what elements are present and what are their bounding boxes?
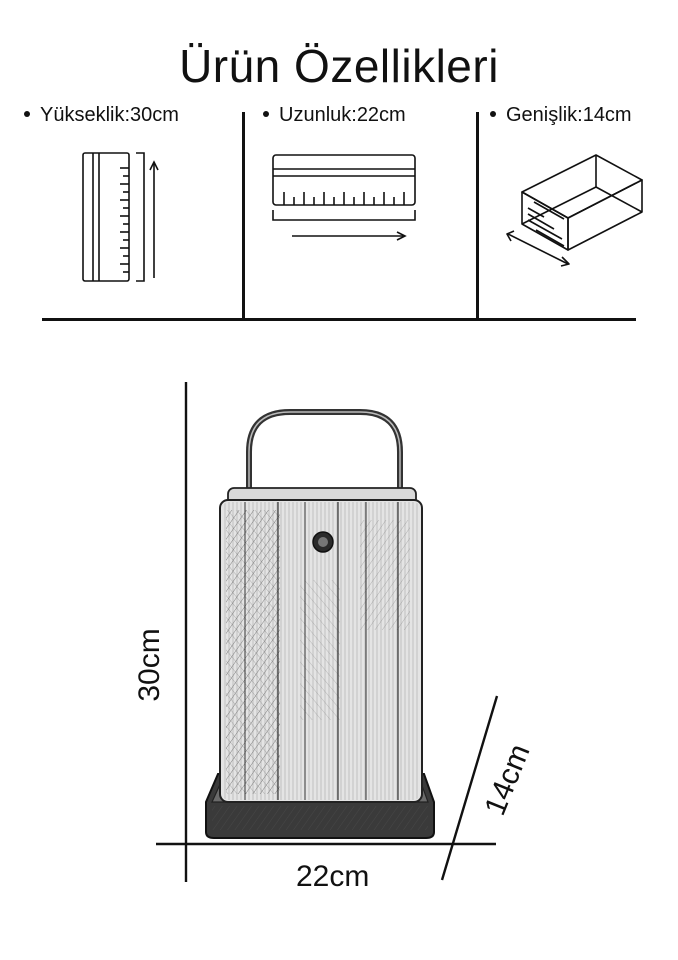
spec-height-label: Yükseklik:30cm	[40, 104, 179, 126]
width-axis-line	[440, 695, 499, 881]
page-title: Ürün Özellikleri	[179, 40, 499, 92]
ruler-horizontal-icon	[272, 154, 416, 241]
ruler-vertical-icon	[82, 152, 159, 282]
spec-baseline	[42, 318, 636, 321]
front-board	[219, 499, 423, 803]
spec-length: Uzunluk:22cm	[263, 102, 406, 128]
dimension-height-label: 30cm	[133, 628, 166, 702]
spec-length-label: Uzunluk:22cm	[279, 104, 406, 126]
divider-1	[242, 112, 245, 320]
spec-width: Genişlik:14cm	[490, 102, 632, 128]
dimension-length-label: 22cm	[296, 860, 370, 893]
bullet-icon	[490, 110, 496, 117]
spec-height: Yükseklik:30cm	[24, 102, 179, 128]
spec-width-label: Genişlik:14cm	[506, 104, 632, 126]
product-drawing	[156, 382, 499, 882]
handle	[246, 409, 403, 496]
divider-2	[476, 112, 479, 320]
bullet-icon	[263, 110, 269, 117]
bullet-icon	[24, 110, 30, 117]
box-width-icon	[506, 154, 643, 267]
